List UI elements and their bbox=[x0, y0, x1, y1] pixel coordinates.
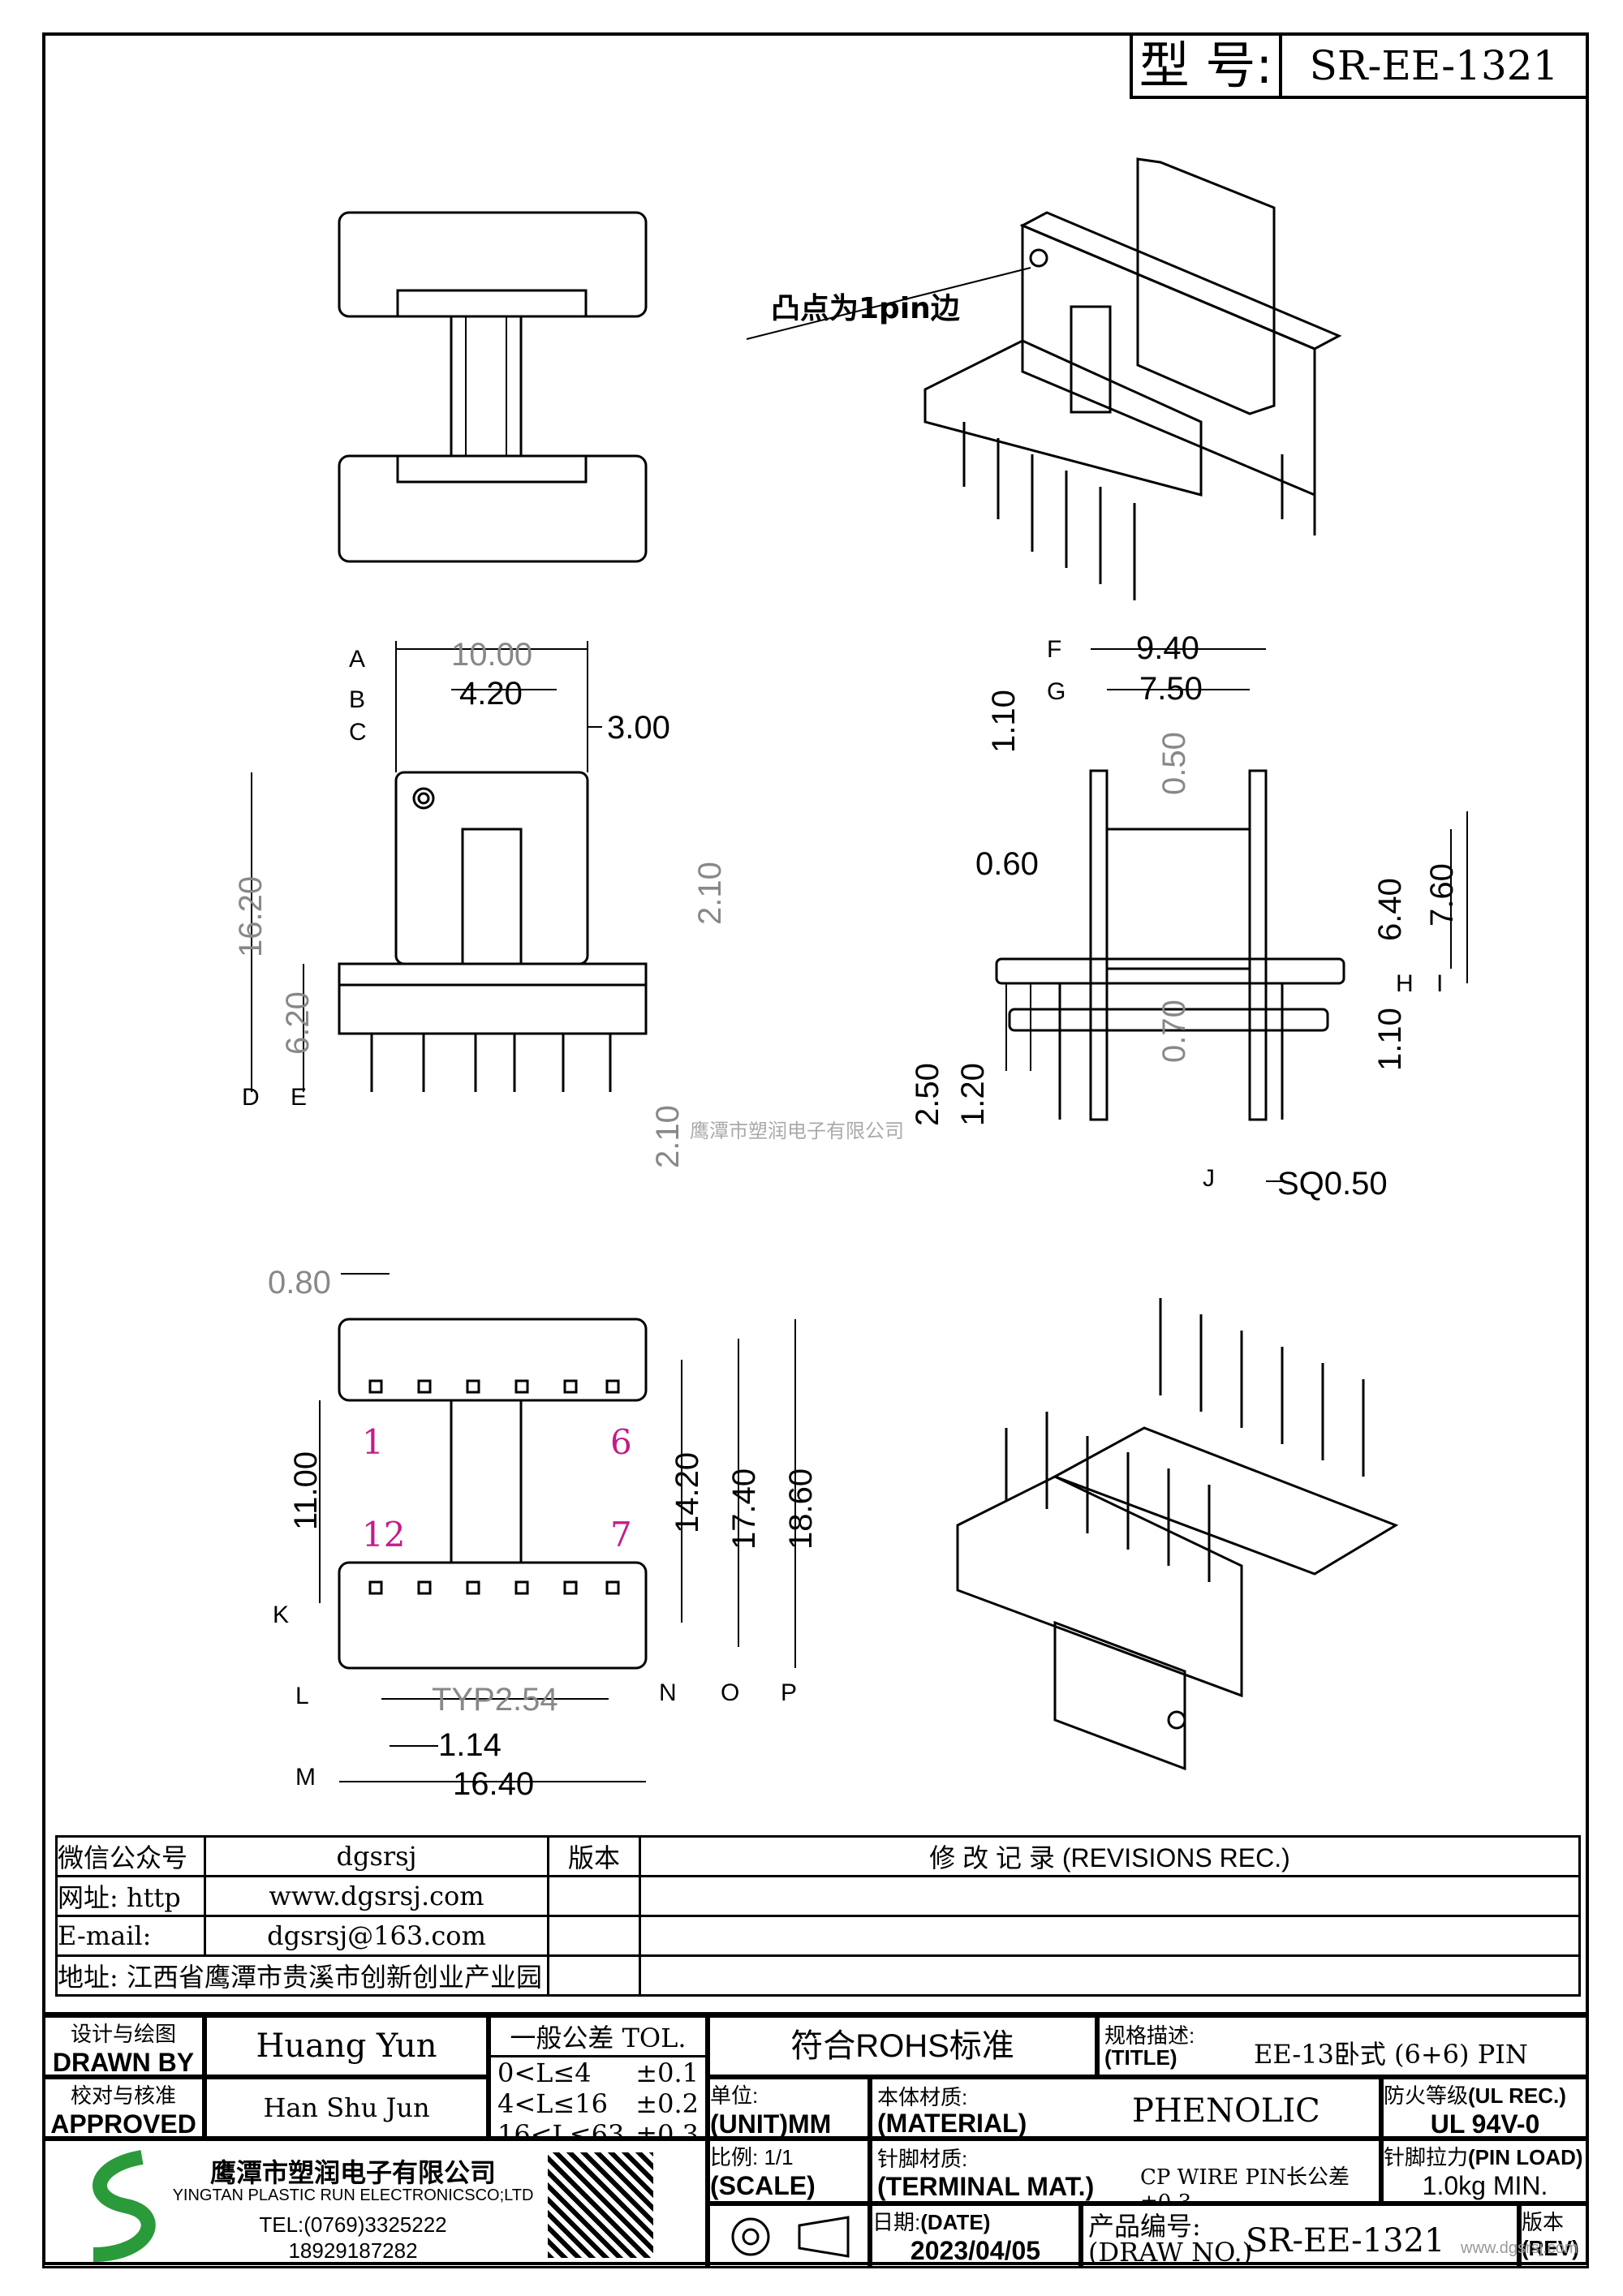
front-view bbox=[338, 771, 648, 1092]
info-table: 微信公众号 dgsrsj 版本 修 改 记 录 (REVISIONS REC.)… bbox=[55, 1835, 1581, 1997]
pin1-note: 凸点为1pin边 bbox=[771, 292, 960, 325]
pin-label-12: 12 bbox=[362, 1515, 405, 1554]
iso-view-top bbox=[746, 157, 1342, 600]
material-field: 本体材质: (MATERIAL) PHENOLIC bbox=[870, 2077, 1381, 2139]
dim-1-10-bot: 1.10 bbox=[1372, 1008, 1408, 1071]
rohs-label: 符合ROHS标准 bbox=[708, 2015, 1097, 2077]
drawn-name: Huang Yun bbox=[204, 2015, 489, 2077]
dim-2-50: 2.50 bbox=[910, 1063, 945, 1126]
address: 地址: 江西省鹰潭市贵溪市创新创业产业园 bbox=[55, 1954, 549, 1997]
dim-tag-d: D bbox=[242, 1084, 260, 1111]
side-view bbox=[995, 769, 1345, 1121]
unit-field: 单位: (UNIT)MM bbox=[708, 2077, 870, 2139]
dim-tag-j: J bbox=[1203, 1165, 1215, 1192]
version-label: 版本 bbox=[547, 1835, 641, 1877]
top-view bbox=[338, 211, 648, 563]
dim-tag-f: F bbox=[1047, 636, 1061, 663]
dim-tag-o: O bbox=[721, 1679, 739, 1706]
rev-field: 版本(REV) 1.0 bbox=[1519, 2204, 1589, 2268]
dim-d: 16.20 bbox=[233, 876, 269, 957]
model-box: 型 号: SR-EE-1321 bbox=[1130, 32, 1589, 99]
draw-no-field: 产品编号: (DRAW NO.) SR-EE-1321 bbox=[1081, 2204, 1519, 2268]
dim-sq: SQ0.50 bbox=[1277, 1166, 1388, 1202]
terminal-field: 针脚材质: (TERMINAL MAT.) CP WIRE PIN长公差±0.3 bbox=[870, 2139, 1381, 2204]
dim-f: 9.40 bbox=[1136, 630, 1199, 666]
dimension-lines bbox=[251, 641, 1468, 1782]
revisions-header: 修 改 记 录 (REVISIONS REC.) bbox=[639, 1835, 1581, 1877]
dim-tag-p: P bbox=[781, 1679, 797, 1706]
dim-16-40: 16.40 bbox=[453, 1766, 534, 1802]
dim-tag-l: L bbox=[295, 1683, 309, 1709]
dim-tag-c: C bbox=[349, 719, 367, 746]
drawing-frame bbox=[42, 32, 1589, 2265]
fire-rating-field: 防火等级(UL REC.) UL 94V-0 bbox=[1381, 2077, 1589, 2139]
pin-label-1: 1 bbox=[362, 1422, 384, 1462]
dim-tag-h: H bbox=[1396, 970, 1414, 997]
dim-a: 10.00 bbox=[451, 637, 532, 673]
dim-1-14: 1.14 bbox=[438, 1727, 502, 1763]
title-field: 规格描述: (TITLE) EE-13卧式 (6+6) PIN bbox=[1097, 2015, 1589, 2077]
dim-0-80: 0.80 bbox=[268, 1265, 331, 1301]
dim-tag-m: M bbox=[295, 1764, 316, 1791]
dim-tag-b: B bbox=[349, 686, 365, 713]
pin-load-field: 针脚拉力(PIN LOAD) 1.0kg MIN. bbox=[1381, 2139, 1589, 2204]
model-label: 型 号: bbox=[1133, 36, 1282, 96]
website-watermark: www.dgsrsj.com bbox=[1461, 2239, 1578, 2257]
email-value: dgsrsj@163.com bbox=[204, 1915, 549, 1957]
dim-18-60: 18.60 bbox=[783, 1468, 819, 1550]
dim-tag-k: K bbox=[273, 1602, 289, 1628]
dim-6-40: 6.40 bbox=[1372, 878, 1408, 941]
dim-7-60: 7.60 bbox=[1424, 863, 1460, 927]
date-field: 日期:(DATE) 2023/04/05 bbox=[870, 2204, 1081, 2268]
tolerance-box: 一般公差 TOL. 0<L≤4±0.1 4<L≤16±0.2 16<L≤63±0… bbox=[489, 2015, 708, 2139]
dim-0-50: 0.50 bbox=[1156, 732, 1192, 795]
model-value: SR-EE-1321 bbox=[1309, 42, 1559, 89]
dim-tag-i: I bbox=[1436, 970, 1443, 997]
pin-label-7: 7 bbox=[610, 1515, 632, 1554]
dim-g: 7.50 bbox=[1139, 671, 1203, 707]
dim-2-10b: 2.10 bbox=[650, 1105, 686, 1168]
dim-1-20: 1.20 bbox=[955, 1063, 991, 1126]
scale-field: 比例: 1/1 (SCALE) bbox=[708, 2139, 870, 2204]
dim-17-40: 17.40 bbox=[726, 1468, 762, 1550]
wechat-value: dgsrsj bbox=[204, 1835, 549, 1877]
email-label: E-mail: bbox=[55, 1915, 206, 1957]
dim-tag-a: A bbox=[349, 646, 365, 673]
pin-label-6: 6 bbox=[610, 1422, 632, 1462]
company-logo-icon bbox=[93, 2150, 156, 2262]
dim-tag-n: N bbox=[659, 1679, 677, 1706]
dim-tag-e: E bbox=[291, 1084, 307, 1111]
dim-1-10-top: 1.10 bbox=[986, 690, 1022, 753]
company-box: 鹰潭市塑润电子有限公司 YINGTAN PLASTIC RUN ELECTRON… bbox=[42, 2139, 708, 2268]
web-value: www.dgsrsj.com bbox=[204, 1875, 549, 1917]
dim-0-60: 0.60 bbox=[975, 846, 1039, 882]
projection-symbol bbox=[708, 2204, 870, 2268]
bottom-view bbox=[338, 1318, 648, 1670]
dim-tag-g: G bbox=[1047, 678, 1065, 705]
web-label: 网址: http bbox=[55, 1875, 206, 1917]
wechat-label: 微信公众号 bbox=[55, 1835, 206, 1877]
dim-c: 3.00 bbox=[607, 710, 670, 746]
approved-name: Han Shu Jun bbox=[204, 2077, 489, 2139]
qr-code bbox=[548, 2152, 653, 2258]
iso-view-bottom bbox=[956, 1298, 1399, 1771]
dim-14-20: 14.20 bbox=[669, 1452, 705, 1533]
dim-2-10a: 2.10 bbox=[692, 862, 728, 925]
dim-11-00: 11.00 bbox=[288, 1451, 324, 1530]
watermark: 鹰潭市塑润电子有限公司 bbox=[690, 1120, 904, 1142]
dim-typ: TYP2.54 bbox=[432, 1682, 558, 1718]
dim-e: 6.20 bbox=[280, 991, 316, 1055]
dim-0-70: 0.70 bbox=[1156, 1000, 1192, 1063]
dim-b: 4.20 bbox=[459, 676, 523, 712]
